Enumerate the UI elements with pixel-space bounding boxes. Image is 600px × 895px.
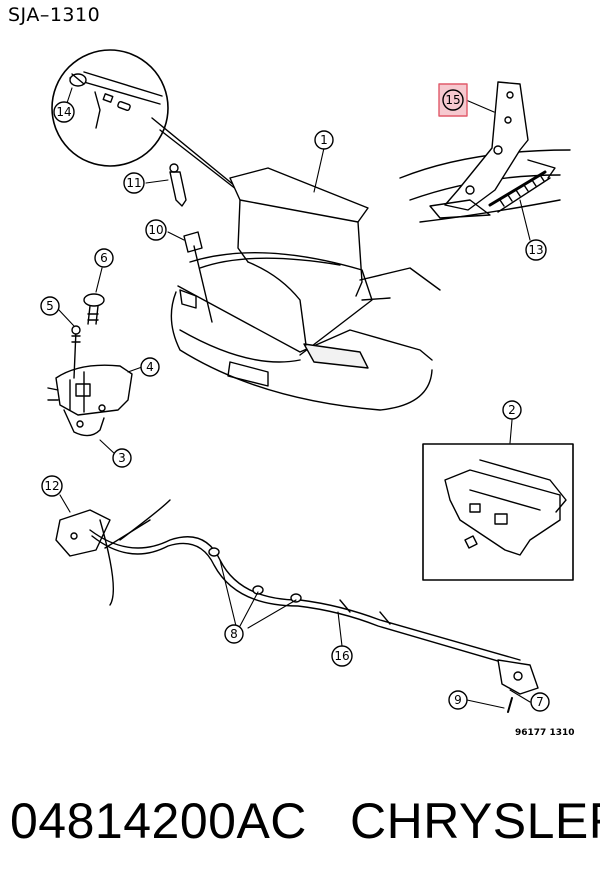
diagram-canvas: 1 2 3 4 5 6 7 8: [40, 49, 574, 713]
part-2-box: [422, 443, 574, 581]
svg-text:13: 13: [528, 243, 543, 257]
bracket-illustration: [169, 163, 213, 323]
cable-illustration: [55, 499, 539, 713]
detail-circle-14: [51, 49, 251, 201]
callout-16: 16: [331, 645, 353, 667]
callout-2: 2: [502, 400, 522, 420]
svg-text:2: 2: [508, 403, 516, 417]
callout-7: 7: [530, 692, 550, 712]
svg-text:1: 1: [320, 133, 328, 147]
decklid-illustration: [170, 167, 441, 411]
latch-illustration: [47, 293, 133, 437]
callout-3: 3: [112, 448, 132, 468]
callout-10: 10: [145, 219, 167, 241]
diagram-code: SJA–1310: [8, 4, 101, 26]
callout-8: 8: [224, 624, 244, 644]
svg-text:3: 3: [118, 451, 126, 465]
svg-text:15: 15: [445, 93, 460, 107]
svg-text:5: 5: [46, 299, 54, 313]
detail-leader-line: [151, 117, 247, 196]
leader-lines: [57, 87, 531, 709]
hinge-illustration: [399, 81, 571, 223]
callout-1: 1: [314, 130, 334, 150]
svg-text:10: 10: [148, 223, 163, 237]
callout-12: 12: [41, 475, 63, 497]
svg-text:8: 8: [230, 627, 238, 641]
svg-text:11: 11: [126, 176, 141, 190]
callout-14: 14: [53, 101, 75, 123]
svg-text:6: 6: [100, 251, 108, 265]
callout-5: 5: [40, 296, 60, 316]
callout-15: 15: [438, 83, 468, 117]
part-number: 04814200AC: [10, 793, 307, 849]
brand-name: CHRYSLER: [350, 793, 600, 849]
svg-text:14: 14: [56, 105, 71, 119]
callout-13: 13: [525, 239, 547, 261]
callout-11: 11: [123, 172, 145, 194]
svg-text:16: 16: [334, 649, 349, 663]
illustration-code: 96177 1310: [515, 728, 575, 738]
svg-text:7: 7: [536, 695, 544, 709]
svg-text:9: 9: [454, 693, 462, 707]
callout-9: 9: [448, 690, 468, 710]
callout-4: 4: [140, 357, 160, 377]
svg-text:12: 12: [44, 479, 59, 493]
svg-text:4: 4: [146, 360, 154, 374]
callout-6: 6: [94, 248, 114, 268]
